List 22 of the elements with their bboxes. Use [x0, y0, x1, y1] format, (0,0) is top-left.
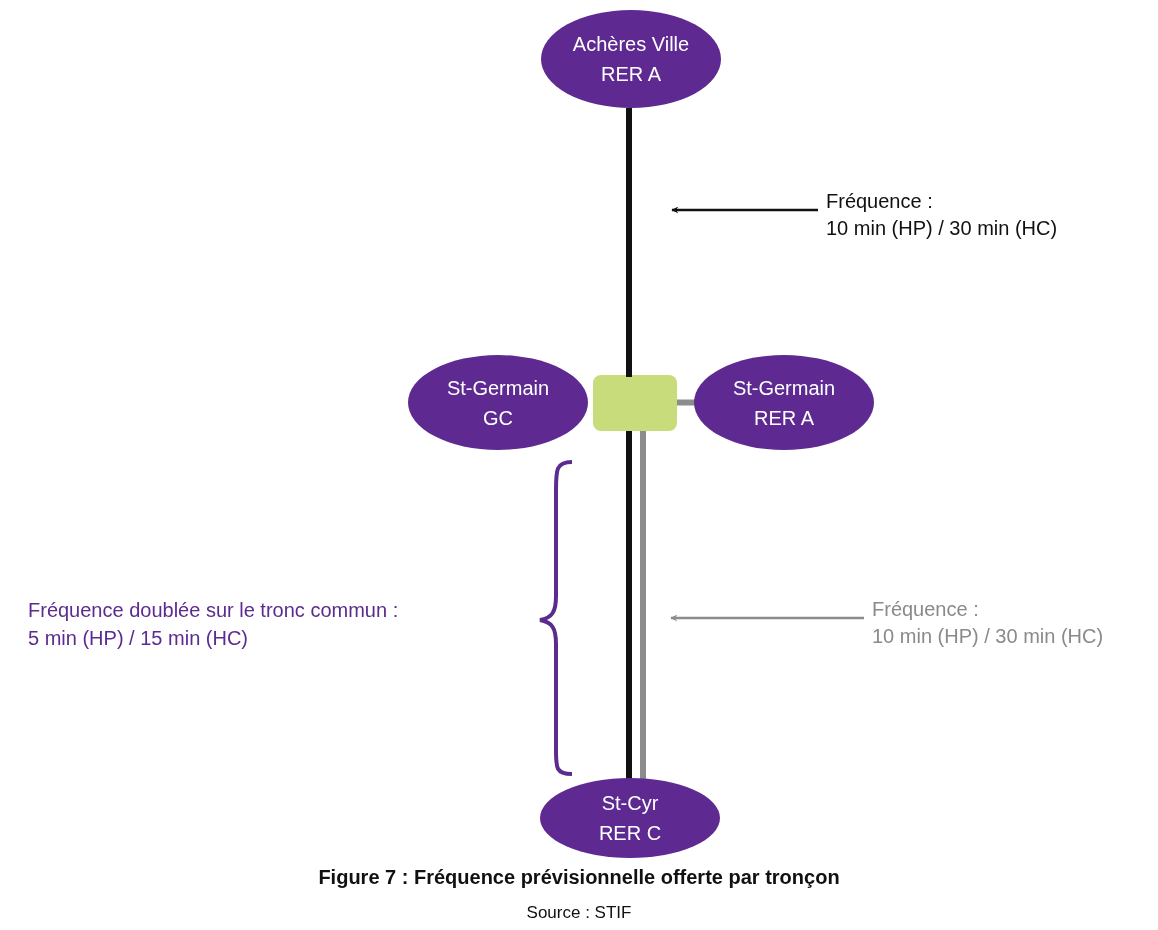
line-name: GC: [483, 405, 513, 431]
station-name: Achères Ville: [572, 32, 690, 57]
brace-note: Fréquence doublée sur le tronc commun : 5 min (HP) / 15 min (HC): [28, 598, 400, 651]
pointer-arrow: [670, 614, 864, 622]
station-name: St-Cyr: [601, 791, 659, 816]
station-name: St-Germain: [732, 375, 836, 401]
station-block: [593, 375, 677, 431]
line-name: RER A: [754, 405, 814, 431]
rail-line: [640, 431, 646, 780]
line-name: RER C: [598, 821, 662, 846]
source-note: Source : STIF: [525, 902, 633, 924]
line-name: RER A: [601, 62, 661, 87]
frequency-value: 10 min (HP) / 30 min (HC): [872, 624, 1105, 649]
frequency-heading: Fréquence :: [872, 597, 980, 622]
frequency-heading: Fréquence :: [826, 189, 934, 214]
figure-caption: Figure 7 : Fréquence prévisionnelle offerte par tronçon: [317, 865, 841, 890]
pointer-arrow: [671, 206, 818, 214]
rail-line: [677, 399, 696, 406]
rail-line: [626, 108, 632, 377]
station-name: St-Germain: [446, 375, 550, 401]
frequency-value: 10 min (HP) / 30 min (HC): [826, 216, 1059, 241]
rail-line: [626, 431, 632, 780]
